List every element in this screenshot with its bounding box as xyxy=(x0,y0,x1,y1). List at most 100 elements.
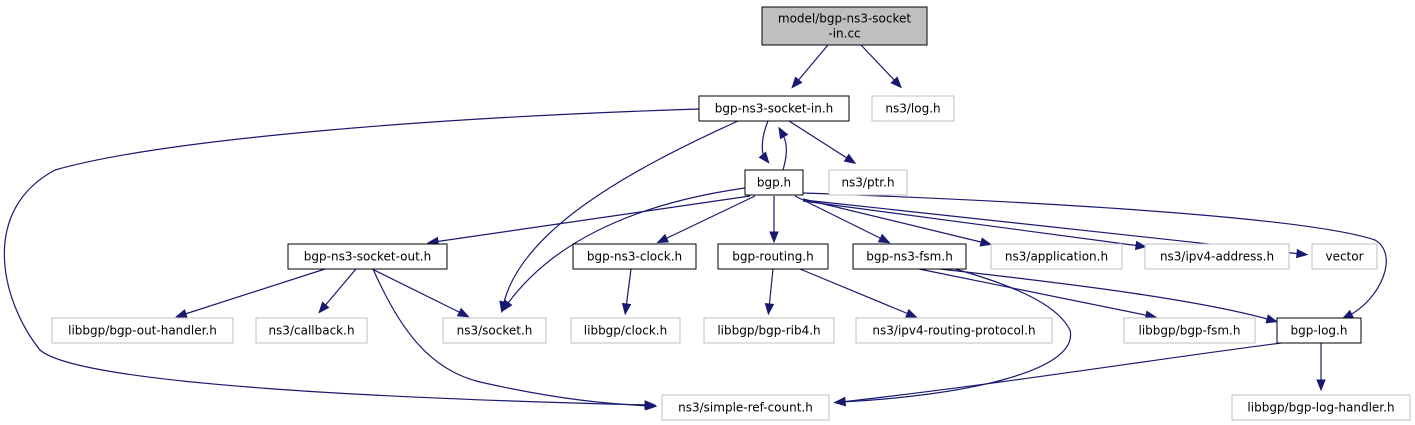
edge-line xyxy=(505,187,746,307)
edge-bgp-log-h-to-log-handler xyxy=(1316,343,1326,392)
node-box xyxy=(703,317,835,344)
edge-root-to-socket-in-h xyxy=(791,44,829,89)
node-label: ns3/application.h xyxy=(1005,250,1108,264)
edge-routing-h-to-bgp-rib4 xyxy=(764,268,775,316)
node-ns3-callback: ns3/callback.h xyxy=(255,317,368,344)
arrowhead xyxy=(764,303,775,316)
node-label: bgp-routing.h xyxy=(732,250,813,264)
edge-bgp-h-to-ns3-application xyxy=(802,198,993,247)
edge-bgp-log-h-to-simple-ref-count xyxy=(833,342,1282,407)
arrowhead xyxy=(1341,309,1355,320)
edge-socket-out-h-to-simple-ref-count xyxy=(372,268,658,411)
edge-line xyxy=(371,268,464,315)
node-box xyxy=(1123,317,1256,344)
node-label: bgp-log.h xyxy=(1291,324,1348,338)
node-box xyxy=(761,6,928,46)
node-ns3-application: ns3/application.h xyxy=(990,243,1123,270)
edge-line xyxy=(788,120,851,161)
node-bgp-log-h[interactable]: bgp-log.h xyxy=(1276,317,1362,344)
node-box xyxy=(744,169,804,196)
node-box xyxy=(570,317,681,344)
edge-line xyxy=(181,268,326,316)
node-label: vector xyxy=(1325,250,1363,264)
node-label: libbgp/clock.h xyxy=(584,324,667,338)
edge-line xyxy=(433,195,751,243)
node-ns3-ipv4-address: ns3/ipv4-address.h xyxy=(1144,243,1290,270)
edge-line xyxy=(840,342,1282,403)
arrowhead xyxy=(791,76,803,89)
edge-socket-in-h-to-ns3-socket xyxy=(499,120,739,314)
arrowhead xyxy=(656,233,670,244)
edge-line xyxy=(860,44,898,84)
edges-layer xyxy=(3,44,1387,411)
edge-fsm-h-to-libbgp-fsm xyxy=(918,268,1158,320)
arrowhead xyxy=(1265,314,1279,324)
node-socket-out-h[interactable]: bgp-ns3-socket-out.h xyxy=(287,243,448,270)
edge-line xyxy=(799,268,912,316)
arrowhead xyxy=(778,126,789,140)
node-box xyxy=(1276,317,1362,344)
edge-line xyxy=(502,120,739,307)
node-socket-in-h[interactable]: bgp-ns3-socket-in.h xyxy=(698,95,850,122)
edge-line xyxy=(3,108,700,406)
node-ipv4-routing-protocol: ns3/ipv4-routing-protocol.h xyxy=(855,317,1053,344)
edge-line xyxy=(625,268,632,309)
edge-bgp-h-to-ns3-ipv4-address xyxy=(802,200,1148,251)
edge-routing-h-to-ipv4-routing-protocol xyxy=(799,268,918,318)
arrowhead xyxy=(645,401,658,411)
node-box xyxy=(852,243,967,270)
arrowhead xyxy=(1316,379,1326,392)
edge-clock-h-to-libbgp-clock xyxy=(621,268,632,316)
node-libbgp-clock: libbgp/clock.h xyxy=(570,317,681,344)
node-box xyxy=(855,317,1053,344)
node-label: ns3/ptr.h xyxy=(841,176,894,190)
node-out-handler: libbgp/bgp-out-handler.h xyxy=(51,317,234,344)
node-bgp-h[interactable]: bgp.h xyxy=(744,169,804,196)
edge-bgp-h-to-routing-h xyxy=(769,196,779,244)
node-box xyxy=(1144,243,1290,270)
node-label: bgp.h xyxy=(757,176,791,190)
node-bgp-rib4: libbgp/bgp-rib4.h xyxy=(703,317,835,344)
arrowhead xyxy=(1134,240,1148,251)
arrowhead xyxy=(769,231,779,244)
node-vector: vector xyxy=(1311,243,1378,270)
arrowhead xyxy=(979,237,993,247)
edge-line xyxy=(918,268,1151,317)
node-ns3-socket: ns3/socket.h xyxy=(442,317,547,344)
node-box xyxy=(828,169,908,196)
node-box xyxy=(698,95,850,122)
edge-line xyxy=(840,268,1072,403)
node-label: ns3/socket.h xyxy=(457,324,533,338)
node-label: bgp-ns3-socket-in.h xyxy=(715,102,834,116)
arrowhead xyxy=(501,299,513,312)
arrowhead xyxy=(905,308,918,318)
node-box xyxy=(1231,394,1411,421)
node-box xyxy=(717,243,829,270)
edge-line xyxy=(662,195,756,241)
node-box xyxy=(661,394,830,421)
node-label: ns3/callback.h xyxy=(268,324,354,338)
node-label: libbgp/bgp-rib4.h xyxy=(717,324,820,338)
node-label: -in.cc xyxy=(828,27,860,41)
edge-socket-out-h-to-ns3-socket xyxy=(371,268,470,318)
node-label: libbgp/bgp-out-handler.h xyxy=(68,324,217,338)
node-routing-h[interactable]: bgp-routing.h xyxy=(717,243,829,270)
arrowhead xyxy=(1296,248,1309,259)
edge-line xyxy=(322,268,357,309)
edge-line xyxy=(781,132,787,171)
node-box xyxy=(871,95,955,122)
arrowhead xyxy=(833,396,846,407)
edge-bgp-h-to-fsm-h xyxy=(794,195,891,244)
node-fsm-h[interactable]: bgp-ns3-fsm.h xyxy=(852,243,967,270)
node-box xyxy=(255,317,368,344)
node-box xyxy=(990,243,1123,270)
node-ns3-log: ns3/log.h xyxy=(871,95,955,122)
edge-root-to-ns3-log xyxy=(860,44,903,89)
edge-socket-in-h-to-bgp-h xyxy=(758,120,770,164)
arrowhead xyxy=(890,76,903,89)
node-box xyxy=(572,243,697,270)
node-label: bgp-ns3-socket-out.h xyxy=(304,250,431,264)
edge-line xyxy=(768,268,774,309)
node-clock-h[interactable]: bgp-ns3-clock.h xyxy=(572,243,697,270)
